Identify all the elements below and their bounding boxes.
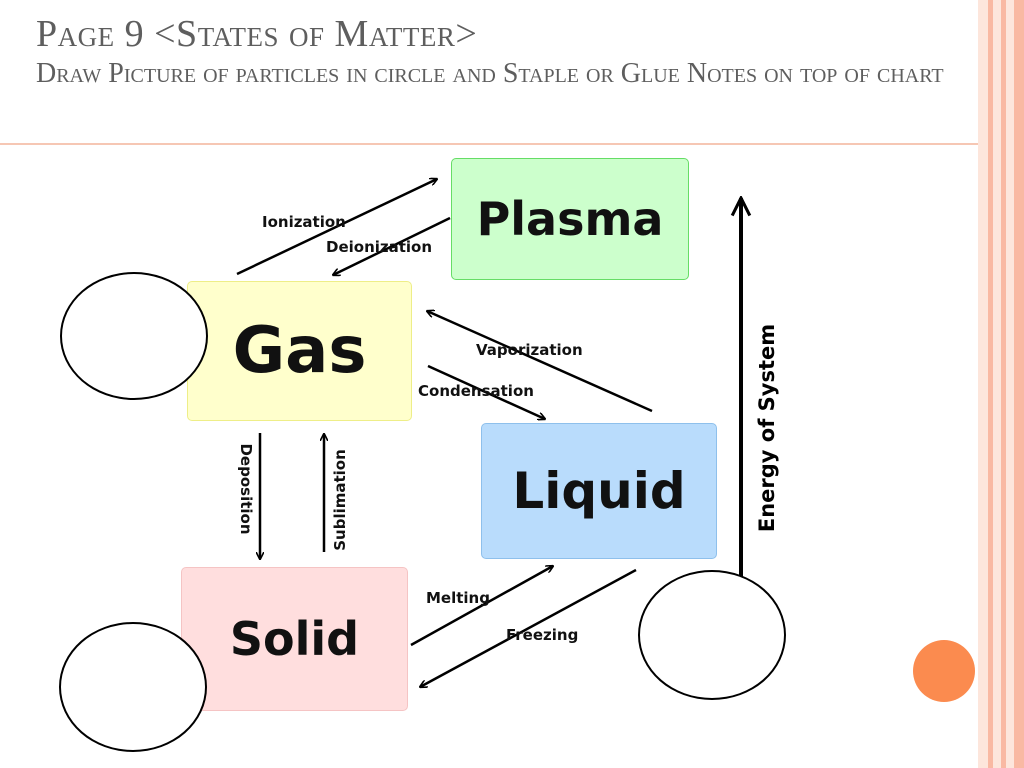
label-melting: Melting [426, 589, 490, 607]
state-liquid: Liquid [481, 423, 717, 559]
state-gas-label: Gas [232, 314, 367, 388]
particle-circle-solid[interactable] [59, 622, 207, 752]
particle-circle-liquid[interactable] [638, 570, 786, 700]
state-plasma-label: Plasma [476, 192, 664, 246]
label-ionization: Ionization [262, 213, 346, 231]
particle-circle-gas[interactable] [60, 272, 208, 400]
deionization-arrow [333, 216, 451, 275]
decorative-stripes [978, 0, 1024, 768]
label-vaporization: Vaporization [476, 341, 583, 359]
slide-title: Page 9 <States of Matter> [36, 13, 478, 55]
freezing-arrow [420, 568, 637, 687]
state-solid: Solid [181, 567, 408, 711]
stripe [1006, 0, 1014, 768]
vaporization-arrow [427, 311, 653, 413]
stripe [993, 0, 1001, 768]
title-divider [0, 143, 978, 145]
condensation-arrow [427, 364, 545, 419]
transition-arrows [236, 0, 978, 768]
slide-content: Page 9 <States of Matter> Draw Picture o… [0, 0, 978, 768]
label-condensation: Condensation [418, 382, 534, 400]
ionization-arrow [236, 179, 437, 276]
stripe [978, 0, 988, 768]
state-gas: Gas [187, 281, 412, 421]
label-deposition: Deposition [237, 443, 255, 535]
stripe [1014, 0, 1024, 768]
melting-arrow [410, 566, 553, 647]
label-freezing: Freezing [506, 626, 579, 644]
state-solid-label: Solid [229, 612, 360, 666]
label-deionization: Deionization [326, 238, 433, 256]
decorative-dot [913, 640, 975, 702]
stripe [988, 0, 993, 768]
energy-axis-label: Energy of System [755, 323, 779, 533]
label-sublimation: Sublimation [331, 449, 349, 551]
state-plasma: Plasma [451, 158, 689, 280]
stripe [1001, 0, 1006, 768]
slide-subtitle: Draw Picture of particles in circle and … [36, 58, 944, 89]
state-liquid-label: Liquid [512, 462, 686, 520]
